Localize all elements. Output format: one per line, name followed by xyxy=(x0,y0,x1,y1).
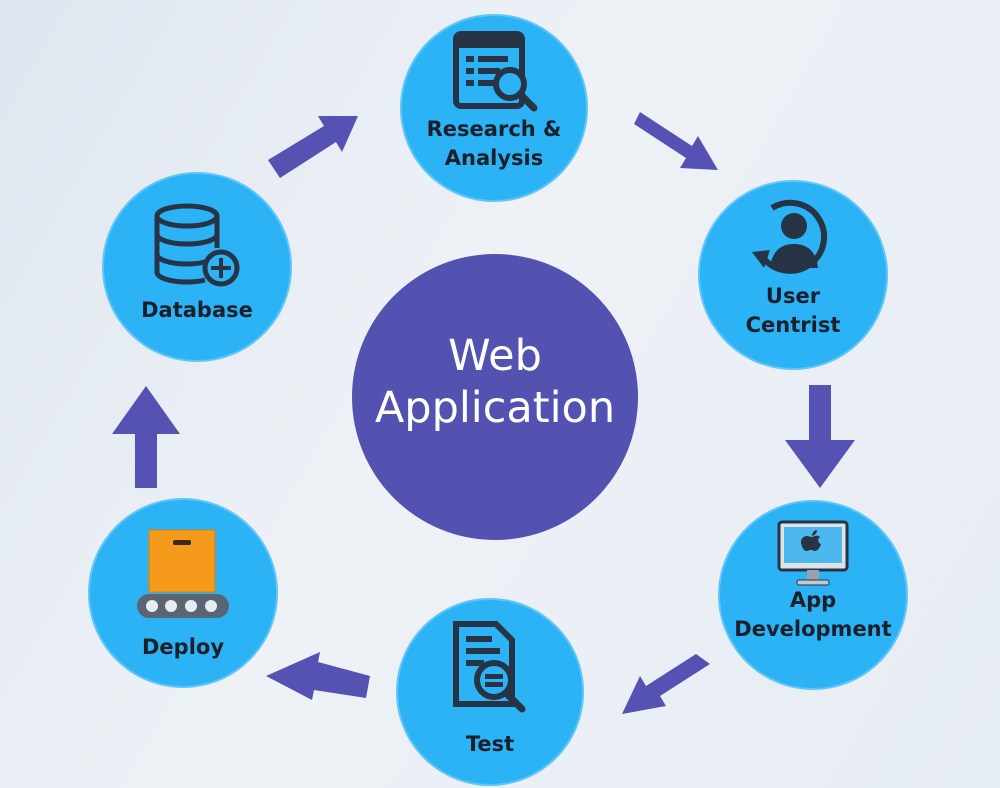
monitor-apple-icon xyxy=(777,520,849,595)
report-search-icon xyxy=(448,30,540,119)
stage-label-test: Test xyxy=(465,732,515,756)
stage-label-user: User Centrist xyxy=(745,284,841,337)
arrow-research-to-user xyxy=(634,112,718,170)
arrow-database-to-research xyxy=(268,116,358,178)
stage-label-research: Research & Analysis xyxy=(426,117,562,170)
arrow-test-to-deploy xyxy=(266,652,370,700)
stage-app-development: App Development xyxy=(718,500,908,690)
arrow-appdev-to-test xyxy=(622,654,710,714)
stage-user-centrist: User Centrist xyxy=(698,180,888,370)
stage-label-database: Database xyxy=(141,298,253,322)
stage-test: Test xyxy=(396,598,584,786)
arrow-user-to-appdev xyxy=(785,385,855,488)
box-conveyor-icon xyxy=(135,528,231,627)
stage-label-deploy: Deploy xyxy=(141,635,225,659)
arrow-deploy-to-database xyxy=(112,386,180,488)
document-search-icon xyxy=(448,620,532,719)
stage-deploy: Deploy xyxy=(88,498,278,688)
center-title: Web Application xyxy=(374,331,616,433)
user-sync-icon xyxy=(748,194,838,285)
stage-database: Database xyxy=(102,172,292,362)
database-add-icon xyxy=(149,202,245,295)
stage-research-analysis: Research & Analysis xyxy=(400,14,588,202)
stage-label-appdev: App Development xyxy=(734,588,892,641)
center-web-application: Web Application xyxy=(352,254,638,540)
